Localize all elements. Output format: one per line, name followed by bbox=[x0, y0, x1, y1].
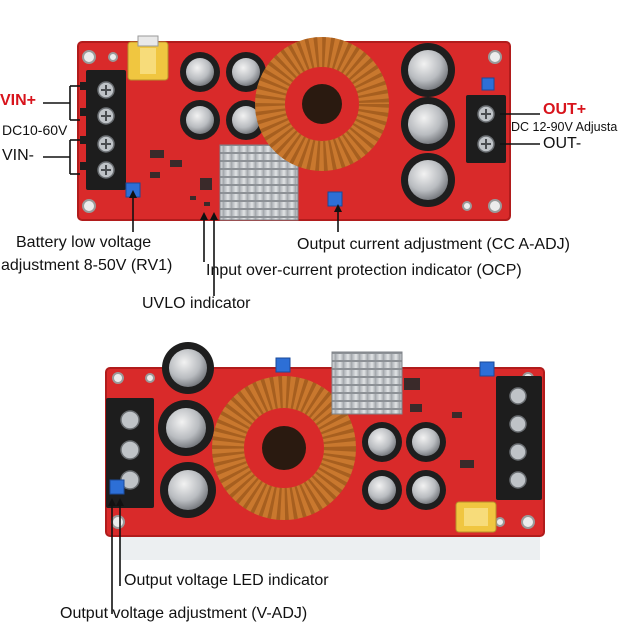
bottom-toroid-inductor bbox=[212, 376, 356, 520]
out-plus-label: OUT+ bbox=[543, 101, 587, 118]
input-terminal-block bbox=[80, 70, 126, 190]
output-terminal-block bbox=[466, 95, 506, 163]
top-board bbox=[77, 35, 511, 221]
bottom-heatsink bbox=[331, 351, 403, 415]
bottom-annotation-arrowheads bbox=[108, 498, 124, 506]
bottom-fuse bbox=[455, 501, 497, 533]
bottom-trimmer-right bbox=[479, 361, 495, 377]
top-annotation-arrowheads bbox=[129, 190, 342, 220]
battery-low-label-line2: adjustment 8-50V (RV1) bbox=[1, 257, 173, 274]
bottom-small-capacitors bbox=[362, 422, 446, 510]
top-toroid-inductor bbox=[255, 37, 389, 171]
bottom-annotation-lines bbox=[111, 500, 121, 614]
top-right-trimmer bbox=[481, 77, 495, 91]
v-adj-trimmer bbox=[109, 479, 125, 495]
vin-range-label: DC10-60V bbox=[2, 122, 68, 138]
v-adj-label: Output voltage adjustment (V-ADJ) bbox=[60, 605, 308, 622]
top-annotation-lines bbox=[43, 85, 540, 296]
bottom-trimmer-top bbox=[275, 357, 291, 373]
bottom-board bbox=[105, 342, 545, 560]
out-minus-label: OUT- bbox=[543, 135, 582, 152]
battery-low-label-line1: Battery low voltage bbox=[16, 234, 152, 251]
led-indicator-label: Output voltage LED indicator bbox=[124, 572, 329, 589]
uvlo-indicator-label: UVLO indicator bbox=[142, 295, 251, 312]
cc-trimmer bbox=[327, 191, 343, 207]
top-mounting-holes bbox=[82, 50, 502, 213]
vin-plus-label: VIN+ bbox=[0, 92, 37, 109]
ocp-indicator-label: Input over-current protection indicator … bbox=[206, 262, 522, 279]
top-fuse bbox=[127, 35, 169, 81]
bottom-smd-parts bbox=[404, 378, 474, 468]
top-large-capacitors bbox=[401, 43, 455, 207]
bottom-right-terminal bbox=[496, 376, 542, 500]
top-smd-parts bbox=[150, 150, 212, 206]
current-adjust-label: Output current adjustment (CC A-ADJ) bbox=[297, 236, 570, 253]
out-range-label: DC 12-90V Adjusta bbox=[511, 120, 618, 134]
bottom-large-capacitors bbox=[158, 342, 216, 518]
vin-minus-label: VIN- bbox=[2, 147, 34, 164]
